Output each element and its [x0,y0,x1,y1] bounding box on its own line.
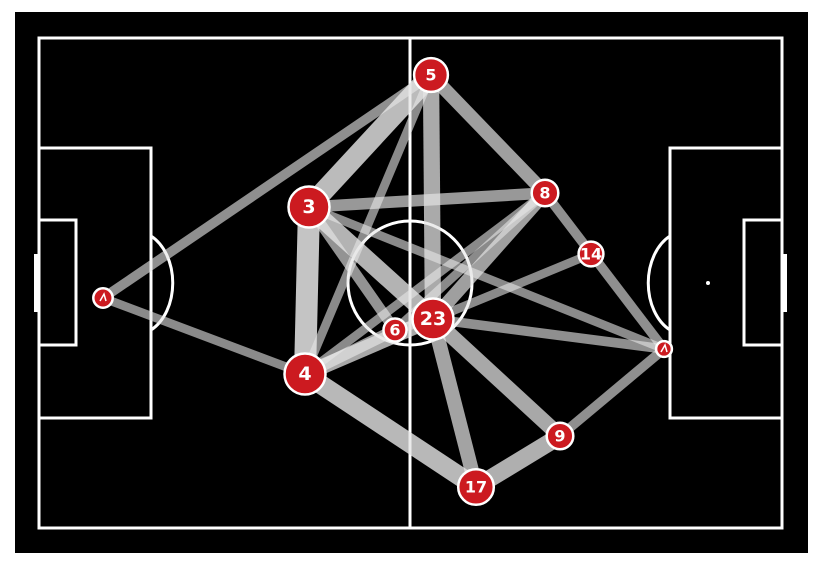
pass-edge-4-17 [299,366,482,495]
player-number-3: 3 [302,196,315,218]
pass-edge-23-9 [427,313,566,442]
pass-edge-23-11 [432,314,665,354]
player-circle-5 [412,56,450,94]
player-node-6: 6 [382,317,408,343]
player-circle-1 [92,287,114,309]
player-number-17: 17 [465,478,487,497]
pass-edge-3-5 [301,68,439,214]
player-number-4: 4 [298,363,311,385]
pass-edge-5-4 [300,73,436,376]
player-node-3: 3 [287,185,331,229]
pass-edge-3-4 [294,206,320,375]
player-node-4: 4 [283,352,327,396]
player-number-8: 8 [539,184,550,203]
player-node-17: 17 [456,467,496,507]
player-node-8: 8 [530,178,560,208]
player-node-11 [654,339,674,359]
pass-edge-4-8 [302,189,548,378]
player-node-23: 23 [411,297,455,341]
pass-edge-3-23 [302,200,440,326]
player-node-9: 9 [545,421,575,451]
pass-edge-1-5 [100,71,434,302]
pass-edge-1-4 [101,293,307,379]
right-goal [781,254,787,312]
player-circle-17 [456,467,496,507]
player-number-9: 9 [554,427,565,446]
pass-edge-23-17 [426,317,483,489]
right-penalty-spot [706,281,710,285]
pass-edge-9-11 [556,345,668,440]
player-nodes: 3 4 5 6 8 9 14 17 23 [92,56,674,507]
player-circle-3 [287,185,331,229]
player-number-6: 6 [389,321,400,340]
pass-edge-5-8 [426,70,550,198]
player-number-5: 5 [425,66,436,85]
pass-edge-23-14 [431,249,593,324]
pass-edge-8-11 [541,190,668,352]
player-circle-14 [577,240,605,268]
player-node-5: 5 [412,56,450,94]
player-node-1 [92,287,114,309]
player-circle-23 [411,297,455,341]
player-mark-11 [660,343,668,353]
player-circle-8 [530,178,560,208]
player-circle-9 [545,421,575,451]
player-circle-6 [382,317,408,343]
player-number-14: 14 [580,245,602,264]
player-node-14: 14 [577,240,605,268]
player-mark-1 [99,292,107,302]
player-number-23: 23 [420,308,446,330]
player-circle-4 [283,352,327,396]
right-penalty-arc [646,234,671,332]
left-goal [34,254,40,312]
player-circle-11 [654,339,674,359]
